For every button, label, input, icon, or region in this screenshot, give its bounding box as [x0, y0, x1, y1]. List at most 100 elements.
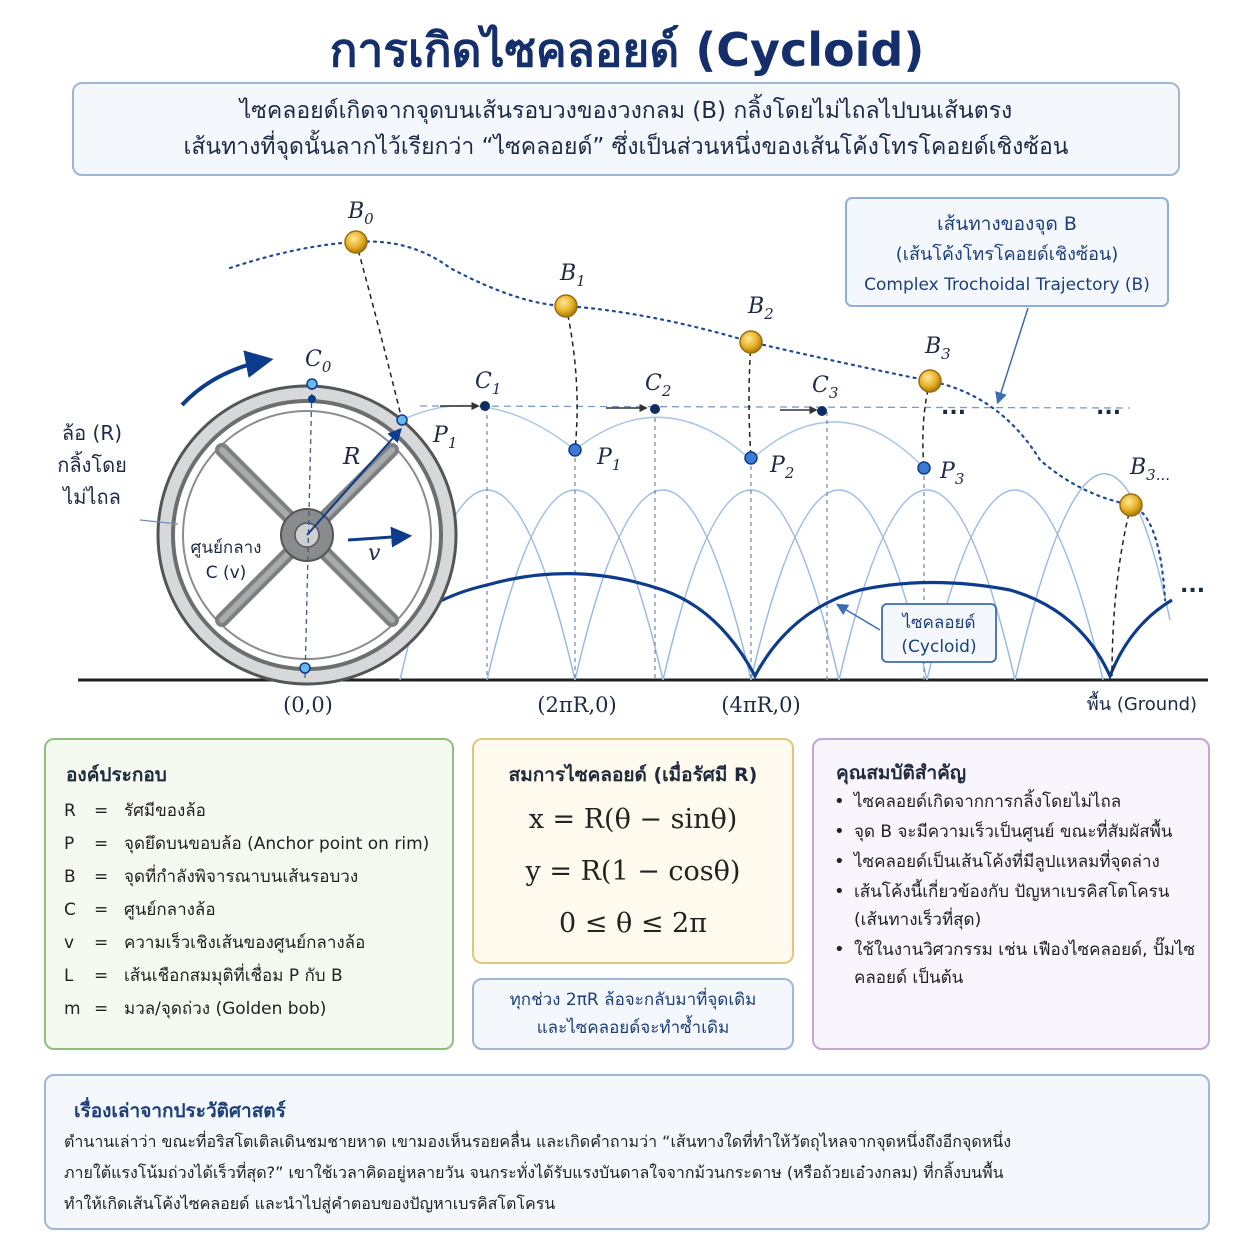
- components-panel: องค์ประกอบ R=รัศมีของล้อ P=จุดยึดบนขอบล้…: [44, 738, 454, 1050]
- properties-heading: คุณสมบัติสำคัญ: [836, 762, 967, 784]
- component-equals: =: [94, 833, 109, 854]
- x-axis-label: (0,0): [283, 693, 333, 717]
- history-panel: เรื่องเล่าจากประวัติศาสตร์ ตำนานเล่าว่า …: [44, 1074, 1210, 1230]
- component-symbol: v: [64, 932, 75, 953]
- history-heading: เรื่องเล่าจากประวัติศาสตร์: [74, 1100, 286, 1122]
- period-note-box: ทุกช่วง 2πR ล้อจะกลับมาที่จุดเดิม และไซค…: [472, 978, 794, 1050]
- period-note-line: และไซคลอยด์จะทำซ้ำเดิม: [536, 1018, 730, 1038]
- b-label: B1: [559, 261, 586, 290]
- rim-points: [299, 378, 408, 674]
- center-label: C (v): [206, 563, 247, 583]
- component-symbol: B: [64, 866, 76, 887]
- p-label: P2: [769, 453, 794, 482]
- list-item: P=จุดยึดบนขอบล้อ (Anchor point on rim): [64, 827, 444, 860]
- wheel-label: กลิ้งโดย: [57, 451, 127, 477]
- center-points: [480, 401, 827, 416]
- c0-center-dot: [308, 395, 316, 403]
- list-item: L = เส้นเชือกสมมุติที่เชื่อม P กับ B: [64, 959, 444, 992]
- list-item: R=รัศมีของล้อ: [64, 794, 444, 827]
- trajectory-label: เส้นทางของจุด B: [937, 213, 1077, 236]
- x-axis-label: (4πR,0): [721, 693, 800, 717]
- velocity-label: v: [368, 541, 381, 566]
- b-label: B3: [924, 334, 951, 363]
- ellipsis: ...: [941, 395, 966, 420]
- equation-y: y = R(1 − cosθ): [525, 856, 741, 887]
- cycloid-curve: [376, 572, 1173, 681]
- components-list: R=รัศมีของล้อ P=จุดยึดบนขอบล้อ (Anchor p…: [64, 794, 444, 1025]
- radius-arrow: [306, 427, 402, 536]
- component-desc: เส้นเชือกสมมุติที่เชื่อม P กับ B: [124, 966, 343, 986]
- component-desc: ความเร็วเชิงเส้นของศูนย์กลางล้อ: [124, 933, 366, 953]
- properties-panel: คุณสมบัติสำคัญ ไซคลอยด์เกิดจากการกลิ้งโด…: [812, 738, 1210, 1050]
- component-desc: จุดที่กำลังพิจารณาบนเส้นรอบวง: [124, 867, 359, 887]
- wheel-pointer-line: [139, 519, 179, 525]
- component-equals: =: [94, 965, 109, 986]
- cycloid-box-label: (Cycloid): [901, 637, 976, 657]
- equation-range: 0 ≤ θ ≤ 2π: [559, 908, 707, 939]
- velocity-arrow: [347, 526, 413, 548]
- properties-list: ไซคลอยด์เกิดจากการกลิ้งโดยไม่ไถล จุด B จ…: [832, 788, 1202, 994]
- cycloid-box-label: ไซคลอยด์: [900, 612, 975, 633]
- cycloid-pointer: [835, 603, 881, 631]
- trajectory-box: [845, 197, 1169, 307]
- trajectory-pointer: [995, 307, 1029, 405]
- center-path-line: [419, 405, 1131, 409]
- c-label: C2: [645, 371, 671, 400]
- c-label: C0: [305, 347, 332, 376]
- bob-strings: [355, 241, 1132, 677]
- p-label: P3: [939, 459, 964, 488]
- x-axis-label: (2πR,0): [537, 693, 616, 717]
- vertical-guides: [486, 407, 925, 680]
- list-item: B = จุดที่กำลังพิจารณาบนเส้นรอบวง: [64, 860, 444, 893]
- wheel-label: ล้อ (R): [62, 421, 122, 445]
- component-desc: จุดยึดบนขอบล้อ (Anchor point on rim): [124, 834, 430, 854]
- component-desc: รัศมีของล้อ: [124, 801, 206, 821]
- list-item: m=มวล/จุดถ่วง (Golden bob): [64, 992, 444, 1025]
- intro-line: ไซคลอยด์เกิดจากจุดบนเส้นรอบวงของวงกลม (B…: [239, 98, 1013, 124]
- trajectory-label: Complex Trochoidal Trajectory (B): [864, 275, 1150, 295]
- ground-label: พื้น (Ground): [1087, 691, 1197, 715]
- component-symbol: C: [64, 899, 76, 920]
- c-label: C1: [475, 369, 501, 398]
- rotation-arrow: [180, 350, 274, 407]
- component-equals: =: [94, 866, 109, 887]
- component-equals: =: [94, 932, 109, 953]
- intro-line: เส้นทางที่จุดนั้นลากไว้เรียกว่า “ไซคลอยด…: [183, 134, 1069, 160]
- intro-box: ไซคลอยด์เกิดจากจุดบนเส้นรอบวงของวงกลม (B…: [72, 82, 1180, 176]
- component-desc: ศูนย์กลางล้อ: [124, 900, 216, 920]
- list-item: ไซคลอยด์เป็นเส้นโค้งที่มีลูปแหลมที่จุดล่…: [832, 848, 1202, 876]
- cycloid-box: [881, 603, 997, 663]
- trajectory-label: (เส้นโค้งโทรโคอยด์เชิงซ้อน): [896, 243, 1118, 265]
- ellipsis: ...: [1096, 395, 1121, 420]
- history-line: ตำนานเล่าว่า ขณะที่อริสโตเติลเดินชมชายหา…: [64, 1132, 1012, 1151]
- equations-panel: สมการไซคลอยด์ (เมื่อรัศมี R) x = R(θ − s…: [472, 738, 794, 964]
- b-label: B0: [347, 199, 374, 228]
- list-item: v = ความเร็วเชิงเส้นของศูนย์กลางล้อ: [64, 926, 444, 959]
- golden-bobs: [344, 230, 1143, 517]
- radius-label: R: [342, 444, 360, 470]
- component-equals: =: [94, 998, 109, 1019]
- equation-x: x = R(θ − sinθ): [528, 804, 738, 835]
- component-symbol: L: [64, 965, 74, 986]
- p-label: P1: [596, 445, 621, 474]
- b-label: B2: [747, 294, 774, 323]
- list-item: จุด B จะมีความเร็วเป็นศูนย์ ขณะที่สัมผัส…: [832, 818, 1202, 846]
- p-point-guide-curve: [401, 404, 925, 469]
- equations-heading: สมการไซคลอยด์ (เมื่อรัศมี R): [508, 764, 758, 786]
- history-line: ภายใต้แรงโน้มถ่วงได้เร็วที่สุด?” เขาใช้เ…: [64, 1163, 1004, 1182]
- cycloid-diagram: ล้อ (R) กลิ้งโดย ไม่ไถล ศูนย์กลาง C (v) …: [57, 197, 1208, 717]
- components-heading: องค์ประกอบ: [66, 764, 167, 786]
- page-title: การเกิดไซคลอยด์ (Cycloid): [329, 23, 925, 77]
- component-equals: =: [94, 899, 109, 920]
- p-points: [568, 443, 931, 475]
- history-text: ตำนานเล่าว่า ขณะที่อริสโตเติลเดินชมชายหา…: [64, 1126, 1204, 1219]
- list-item: ใช้ในงานวิศวกรรม เช่น เฟืองไซคลอยด์, ปั๊…: [832, 936, 1202, 992]
- component-desc: มวล/จุดถ่วง (Golden bob): [124, 999, 327, 1019]
- c-label: C3: [812, 373, 838, 402]
- center-arrows: [440, 401, 818, 415]
- center-label: ศูนย์กลาง: [191, 538, 262, 558]
- wheel-label: ไม่ไถล: [61, 485, 121, 509]
- b-label: B3...: [1129, 455, 1170, 484]
- list-item: เส้นโค้งนี้เกี่ยวข้องกับ ปัญหาเบรคิสโตโค…: [832, 878, 1202, 934]
- c0-top-point: [306, 378, 318, 390]
